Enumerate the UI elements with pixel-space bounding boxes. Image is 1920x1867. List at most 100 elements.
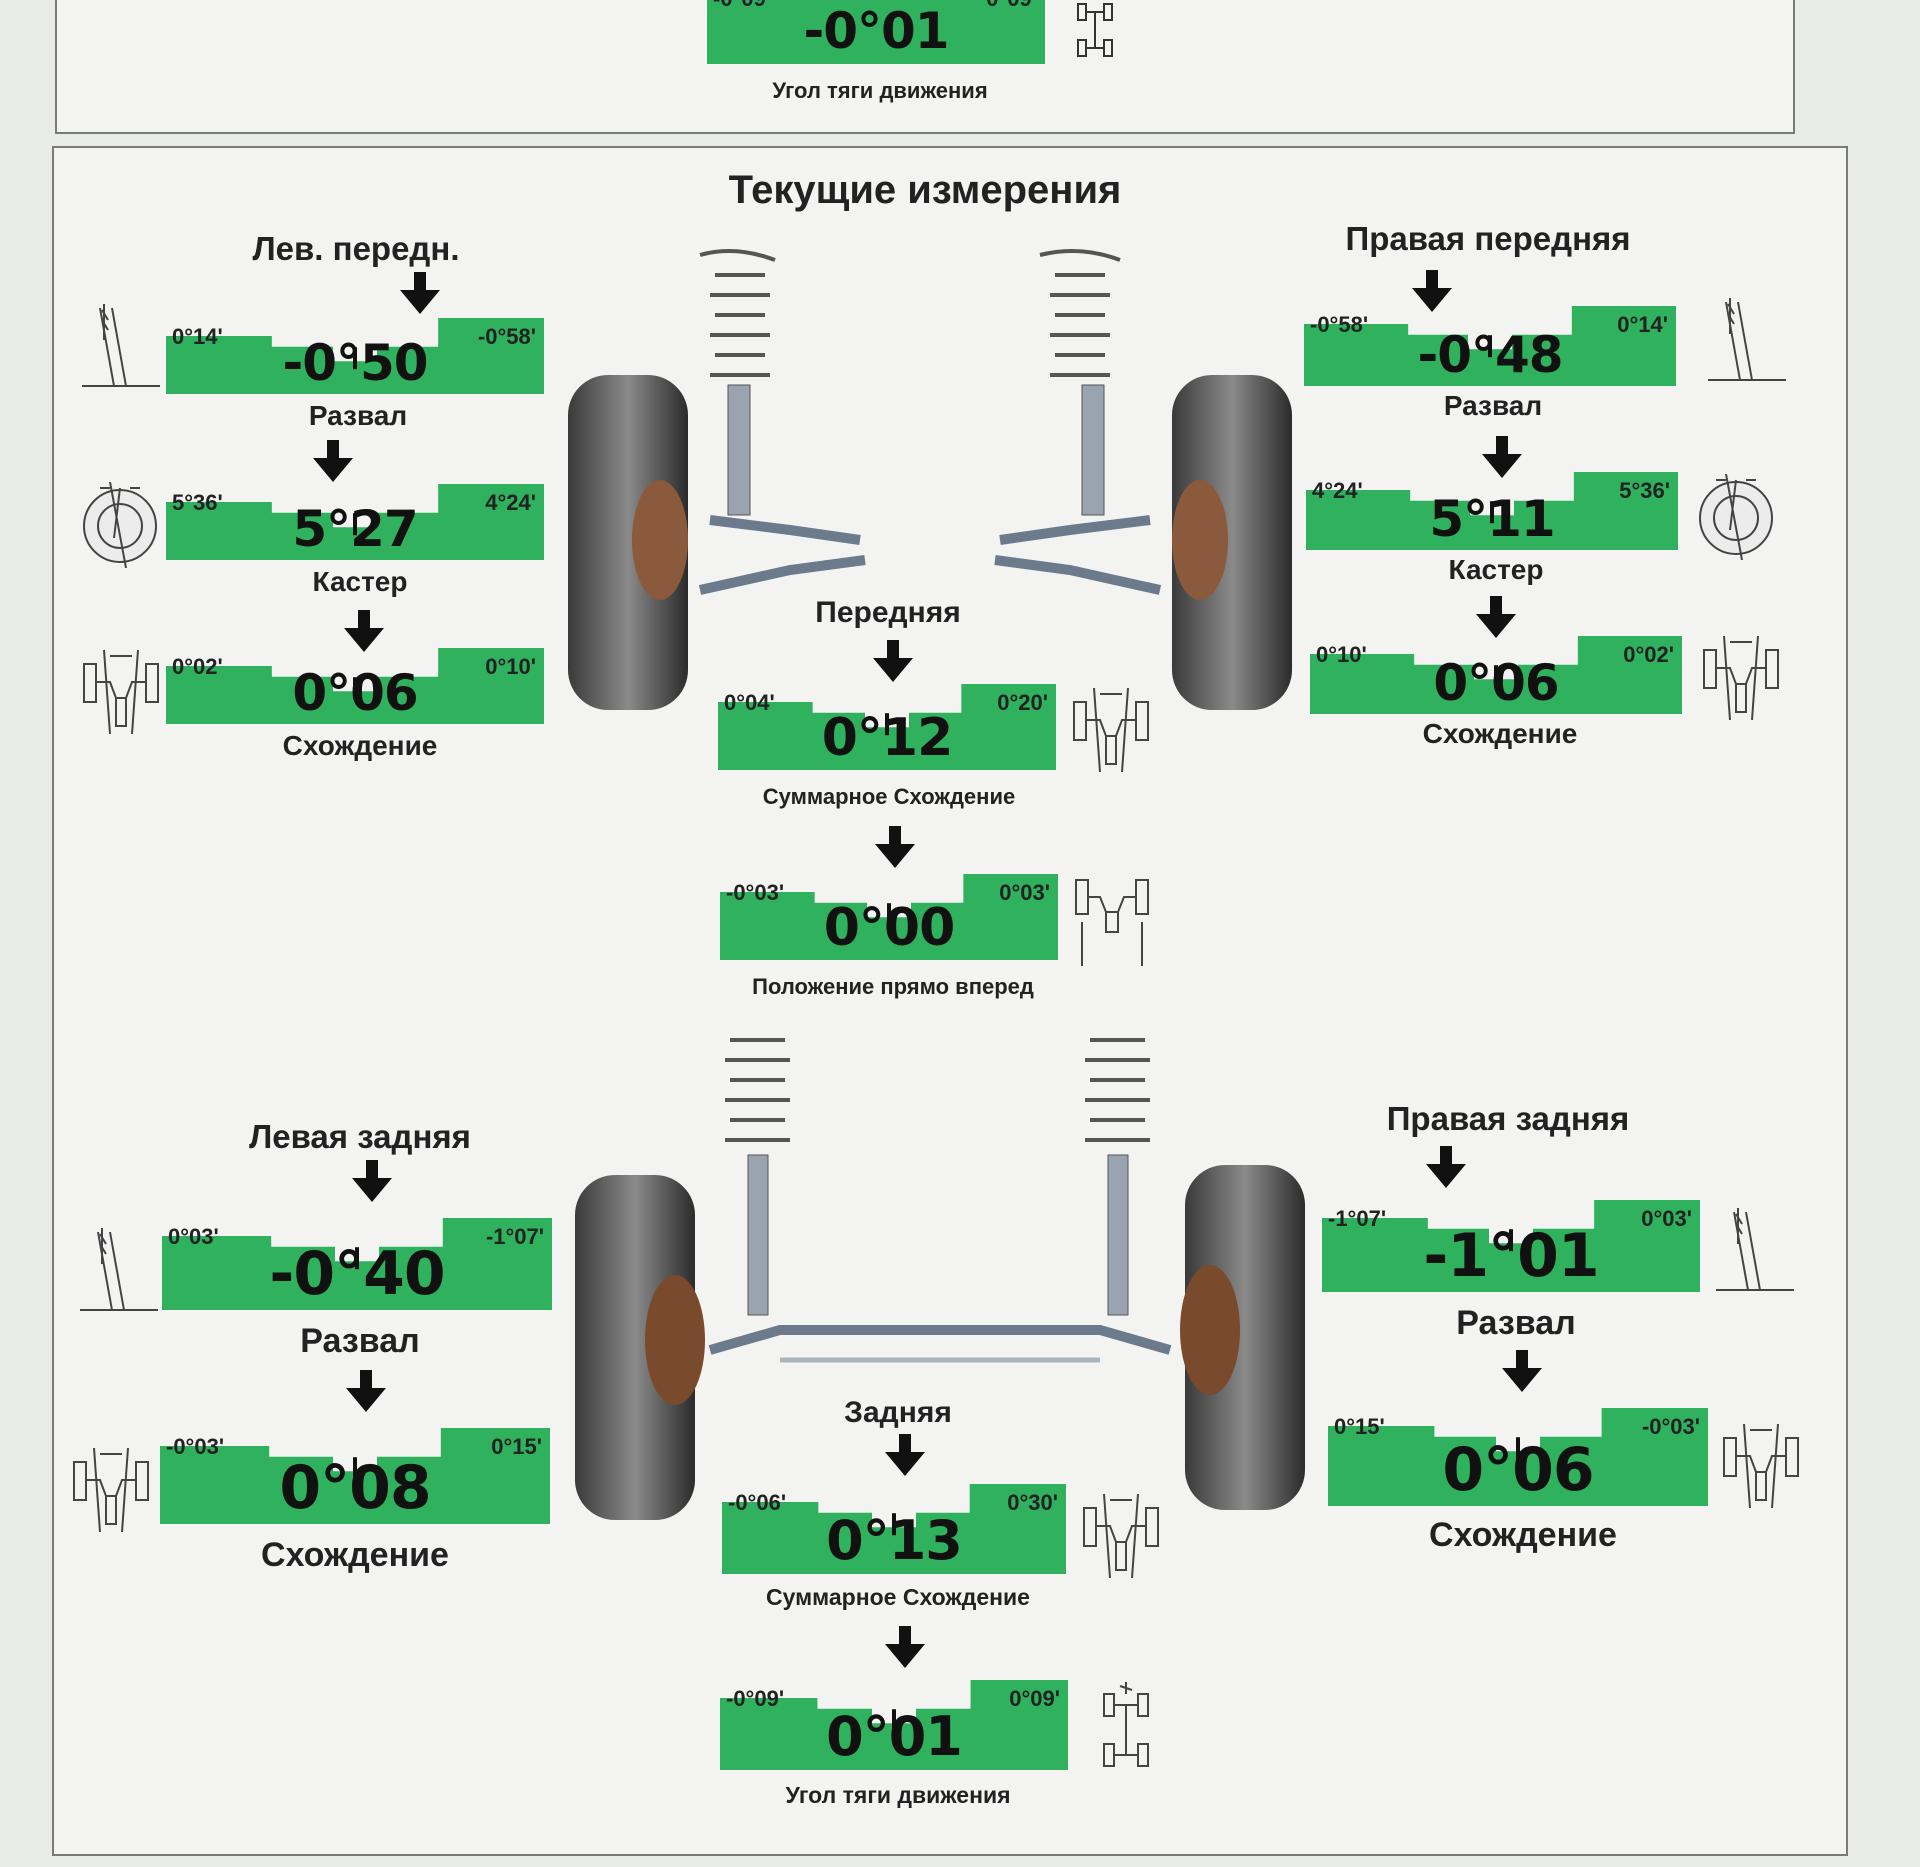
fc-total-toe-gauge: 0°04'0°20'0°12 xyxy=(718,684,1056,770)
rc-total-toe-gauge: -0°06' 0°30' 0°13 xyxy=(722,1484,1066,1574)
gauge-range-left: 0°10' xyxy=(1316,642,1367,667)
camber-diagram-icon xyxy=(80,1224,160,1319)
gauge-range-left: 4°24' xyxy=(1312,478,1363,503)
fr-camber-gauge: -0°58'0°14'-0°48 xyxy=(1304,306,1676,386)
fl-camber-gauge: 0°14' -0°58' -0°50 xyxy=(166,318,544,394)
gauge-value: 0°00 xyxy=(823,898,956,958)
fc-total-toe-caption: Суммарное Схождение xyxy=(762,784,1016,809)
caster-wheel-icon xyxy=(1696,470,1776,565)
gauge-value: 0°06 xyxy=(292,664,418,722)
gauge-range-right: 0°14' xyxy=(1617,312,1668,337)
gauge-value: 0°06 xyxy=(1433,654,1559,712)
gauge-range-left: -0°03' xyxy=(726,880,785,905)
gauge-range-left: -0°03' xyxy=(166,1434,225,1459)
gauge-range-left: 0°02' xyxy=(172,654,223,679)
gauge-value: 0°06 xyxy=(1442,1435,1594,1505)
fc-straight-caption: Положение прямо вперед xyxy=(752,974,1034,999)
caster-wheel-icon xyxy=(80,478,160,573)
gauge-value: 5°11 xyxy=(1429,490,1555,548)
down-arrow-icon xyxy=(344,1370,388,1419)
gauge-range-right: 0°15' xyxy=(491,1434,542,1459)
gauge-range-left: 5°36' xyxy=(172,490,223,515)
toe-diagram-icon xyxy=(1700,628,1784,725)
front-right-heading: Правая передняя xyxy=(1345,220,1631,257)
rr-toe-gauge: 0°15' -0°03' 0°06 xyxy=(1328,1408,1708,1506)
gauge-range-right: -0°03' xyxy=(1641,1414,1700,1439)
gauge-range-right: 0°30' xyxy=(1007,1490,1058,1515)
gauge-value: -0°40 xyxy=(269,1239,445,1309)
gauge-range-left: 0°14' xyxy=(172,324,223,349)
fr-toe-gauge: 0°10' 0°02' 0°06 xyxy=(1310,636,1682,714)
thrust-angle-icon xyxy=(1072,0,1120,69)
down-arrow-icon xyxy=(883,1434,927,1483)
gauge-value: -1°01 xyxy=(1423,1221,1599,1291)
gauge-value: -0°50 xyxy=(282,334,428,392)
camber-diagram-icon xyxy=(82,300,162,395)
gauge-range-right: -0°58' xyxy=(477,324,536,349)
toe-diagram-icon xyxy=(1080,1486,1164,1583)
rear-suspension-illustration xyxy=(570,1010,1310,1520)
rc-thrust-gauge: -0°09' 0°09' 0°01 xyxy=(720,1680,1068,1770)
down-arrow-icon xyxy=(873,826,917,875)
down-arrow-icon xyxy=(1424,1146,1468,1195)
gauge-value: 0°12 xyxy=(821,708,954,768)
toe-diagram-icon xyxy=(70,1440,154,1537)
down-arrow-icon xyxy=(1480,436,1524,485)
down-arrow-icon xyxy=(311,440,355,489)
fl-caster-gauge: 5°36' 4°24' 5°27 xyxy=(166,484,544,560)
gauge-range-left: -0°09' xyxy=(726,1686,785,1711)
rc-thrust-caption: Угол тяги движения xyxy=(785,1782,1011,1808)
gauge-range-left: -1°07' xyxy=(1328,1206,1387,1231)
toe-diagram-icon xyxy=(1720,1416,1804,1513)
down-arrow-icon xyxy=(883,1626,927,1675)
down-arrow-icon xyxy=(871,640,915,689)
down-arrow-icon xyxy=(398,272,442,321)
fr-caster-caption: Кастер xyxy=(1448,554,1544,585)
fl-toe-caption: Схождение xyxy=(282,730,438,761)
rr-toe-caption: Схождение xyxy=(1429,1516,1617,1554)
gauge-range-right: 4°24' xyxy=(485,490,536,515)
gauge-value: 0°01 xyxy=(826,1705,963,1768)
gauge-range-right: 0°09' xyxy=(986,0,1037,12)
thrust-angle-icon xyxy=(1100,1680,1152,1785)
gauge-value: 0°08 xyxy=(279,1453,431,1523)
gauge-value: 5°27 xyxy=(292,500,418,558)
rear-center-heading: Задняя xyxy=(844,1396,952,1429)
fl-toe-gauge: 0°02'0°10'0°06 xyxy=(166,648,544,724)
panel-title: Текущие измерения xyxy=(728,168,1122,212)
rear-right-heading: Правая задняя xyxy=(1386,1100,1630,1137)
gauge-range-left: -0°06' xyxy=(728,1490,787,1515)
front-center-heading: Передняя xyxy=(815,596,961,629)
gauge-range-right: 0°03' xyxy=(999,880,1050,905)
down-arrow-icon xyxy=(342,610,386,659)
gauge-range-left: -0°58' xyxy=(1310,312,1369,337)
gauge-value: -0°01 xyxy=(803,2,949,60)
down-arrow-icon xyxy=(1474,596,1518,645)
gauge-range-left: -0°09' xyxy=(713,0,771,12)
rc-total-toe-caption: Суммарное Схождение xyxy=(766,1584,1030,1610)
top-thrust-gauge: -0°09' 0°09' -0°01 xyxy=(707,0,1045,64)
gauge-range-right: 0°02' xyxy=(1623,642,1674,667)
down-arrow-icon xyxy=(1410,270,1454,319)
down-arrow-icon xyxy=(350,1160,394,1209)
gauge-range-left: 0°03' xyxy=(168,1224,219,1249)
top-caption: Угол тяги движения xyxy=(772,78,988,103)
fl-caster-caption: Кастер xyxy=(312,566,408,597)
fc-straight-gauge: -0°03' 0°03' 0°00 xyxy=(720,874,1058,960)
front-suspension-illustration xyxy=(560,240,1300,710)
gauge-value: 0°13 xyxy=(826,1509,963,1572)
rl-camber-gauge: 0°03' -1°07' -0°40 xyxy=(162,1218,552,1310)
rr-camber-gauge: -1°07' 0°03' -1°01 xyxy=(1322,1200,1700,1292)
gauge-range-right: 0°09' xyxy=(1009,1686,1060,1711)
gauge-range-right: -1°07' xyxy=(485,1224,544,1249)
gauge-range-left: 0°15' xyxy=(1334,1414,1385,1439)
gauge-range-right: 0°03' xyxy=(1641,1206,1692,1231)
fr-camber-caption: Развал xyxy=(1443,390,1543,421)
straight-ahead-icon xyxy=(1070,872,1154,973)
toe-diagram-icon xyxy=(1070,680,1154,777)
fr-caster-gauge: 4°24' 5°36' 5°11 xyxy=(1306,472,1678,550)
gauge-range-right: 5°36' xyxy=(1619,478,1670,503)
toe-diagram-icon xyxy=(80,642,164,739)
rl-toe-gauge: -0°03' 0°15' 0°08 xyxy=(160,1428,550,1524)
camber-diagram-icon xyxy=(1708,294,1788,389)
